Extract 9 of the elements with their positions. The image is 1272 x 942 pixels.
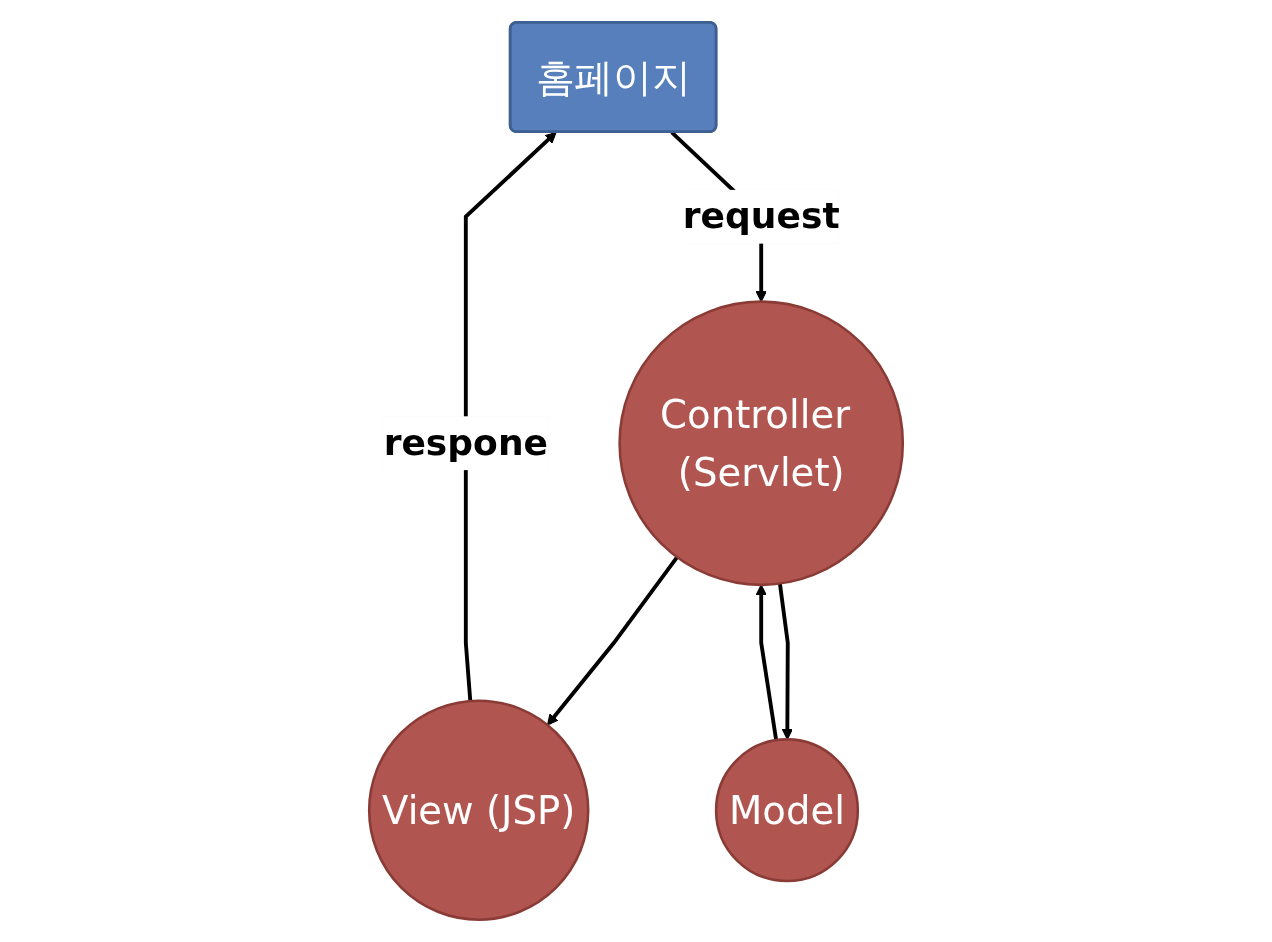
node-circle: Controller (Servlet) <box>618 300 905 587</box>
arrow <box>463 131 557 702</box>
edge-label: respone <box>383 421 548 464</box>
arrow <box>755 584 779 741</box>
node-circle: Model <box>714 738 860 883</box>
node-circle: View (JSP) <box>367 699 590 921</box>
arrow <box>547 556 679 726</box>
arrow <box>777 583 793 740</box>
edge-label: request <box>682 194 840 238</box>
